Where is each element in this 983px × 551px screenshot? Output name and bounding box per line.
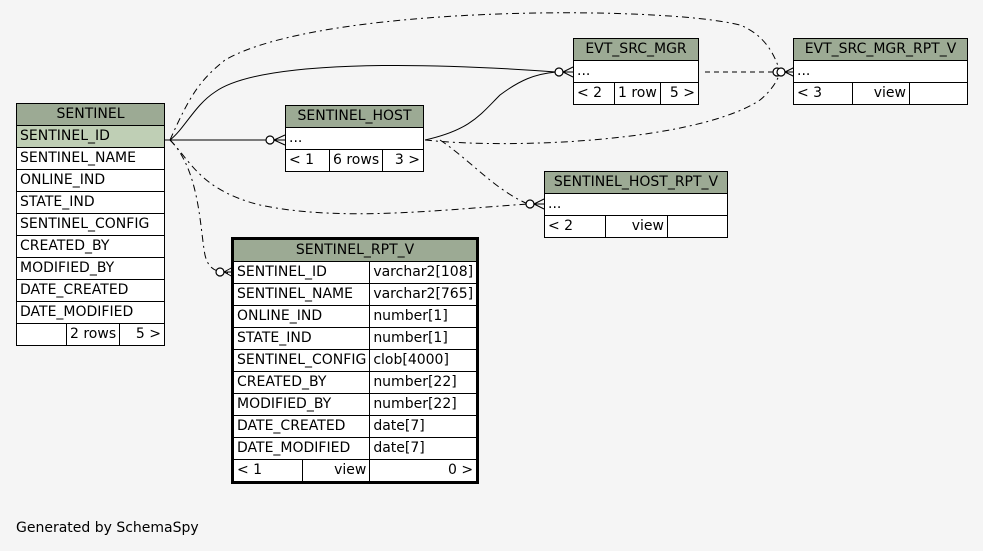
column-type: number[1] <box>369 305 479 328</box>
column-type: number[1] <box>369 327 479 350</box>
column-type: clob[4000] <box>369 349 479 372</box>
column-type: number[22] <box>369 393 479 416</box>
column-date-created[interactable]: DATE_CREATED <box>16 279 165 302</box>
column-name[interactable]: DATE_CREATED <box>231 415 371 438</box>
footer-parents[interactable]: < 2 <box>544 215 606 238</box>
column-ellipsis: ... <box>285 127 424 150</box>
footer-parents[interactable]: < 3 <box>793 82 853 105</box>
generated-by-caption: Generated by SchemaSpy <box>16 520 199 536</box>
table-sentinel-host-rpt-v[interactable]: SENTINEL_HOST_RPT_V ... < 2 view <box>544 171 728 238</box>
column-modified-by[interactable]: MODIFIED_BY <box>16 257 165 280</box>
table-evt-src-mgr-rpt-v[interactable]: EVT_SRC_MGR_RPT_V ... < 3 view <box>793 38 968 105</box>
table-title[interactable]: SENTINEL <box>16 103 165 126</box>
column-date-modified[interactable]: DATE_MODIFIED <box>16 301 165 324</box>
column-name[interactable]: STATE_IND <box>231 327 371 350</box>
table-sentinel-host[interactable]: SENTINEL_HOST ... < 1 6 rows 3 > <box>285 105 424 172</box>
edge-sentinel-host-sentinel-host-rpt-v <box>439 139 529 205</box>
column-name[interactable]: MODIFIED_BY <box>231 393 371 416</box>
column-online-ind[interactable]: ONLINE_IND <box>16 169 165 192</box>
table-evt-src-mgr[interactable]: EVT_SRC_MGR ... < 2 1 row 5 > <box>573 38 700 105</box>
table-title[interactable]: EVT_SRC_MGR <box>573 38 699 61</box>
footer-parents[interactable]: < 2 <box>573 82 615 105</box>
footer-parents[interactable]: < 1 <box>285 149 330 172</box>
edge-sentinel-host-evt-src-mgr <box>424 71 557 141</box>
column-state-ind[interactable]: STATE_IND <box>16 191 165 214</box>
table-title[interactable]: SENTINEL_RPT_V <box>231 238 479 262</box>
footer-rows: 6 rows <box>328 149 384 172</box>
column-ellipsis: ... <box>544 193 728 216</box>
edge-sentinel-sentinel-host-rpt-v <box>169 139 529 215</box>
edge-sentinel-evt-src-mgr-rpt-v <box>169 12 781 141</box>
table-title[interactable]: EVT_SRC_MGR_RPT_V <box>793 38 968 61</box>
table-title[interactable]: SENTINEL_HOST <box>285 105 424 128</box>
footer-rows: 1 row <box>614 82 661 105</box>
footer-parents[interactable]: < 1 <box>232 459 303 483</box>
footer-children[interactable]: 3 > <box>382 149 424 172</box>
column-sentinel-config[interactable]: SENTINEL_CONFIG <box>16 213 165 236</box>
column-sentinel-name[interactable]: SENTINEL_NAME <box>16 147 165 170</box>
footer-type: view <box>852 82 910 105</box>
column-name[interactable]: ONLINE_IND <box>231 305 371 328</box>
footer-children <box>667 215 728 238</box>
footer-rows: 2 rows <box>65 323 121 346</box>
column-type: varchar2[765] <box>369 283 479 306</box>
column-type: number[22] <box>369 371 479 394</box>
column-name[interactable]: DATE_MODIFIED <box>231 437 371 460</box>
column-sentinel-id[interactable]: SENTINEL_ID <box>16 125 165 148</box>
footer-type: view <box>301 459 371 483</box>
endpoint-evt-src-mgr-rpt-v-2 <box>776 67 786 77</box>
edge-sentinel-evt-src-mgr <box>169 65 557 141</box>
endpoint-sentinel-rpt-v <box>215 267 225 277</box>
column-type: date[7] <box>369 437 479 460</box>
footer-children: 0 > <box>369 459 479 483</box>
footer-children[interactable]: 5 > <box>659 82 700 105</box>
edge-sentinel-sentinel-rpt-v <box>169 139 229 274</box>
column-ellipsis: ... <box>793 60 968 83</box>
edge-sentinel-host-evt-src-mgr-rpt-v <box>424 71 781 145</box>
column-ellipsis: ... <box>573 60 699 83</box>
table-title[interactable]: SENTINEL_HOST_RPT_V <box>544 171 728 194</box>
column-name[interactable]: SENTINEL_NAME <box>231 283 371 306</box>
column-name[interactable]: CREATED_BY <box>231 371 371 394</box>
endpoint-sentinel-host-rpt-v <box>525 199 535 209</box>
column-name[interactable]: SENTINEL_ID <box>231 261 371 284</box>
column-name[interactable]: SENTINEL_CONFIG <box>231 349 371 372</box>
footer-children <box>909 82 968 105</box>
endpoint-sentinel-host <box>265 135 275 145</box>
column-type: varchar2[108] <box>369 261 479 284</box>
column-type: date[7] <box>369 415 479 438</box>
table-sentinel[interactable]: SENTINEL SENTINEL_ID SENTINEL_NAME ONLIN… <box>16 103 165 346</box>
footer-parents <box>16 323 67 346</box>
column-created-by[interactable]: CREATED_BY <box>16 235 165 258</box>
footer-type: view <box>605 215 668 238</box>
footer-children[interactable]: 5 > <box>119 323 165 346</box>
endpoint-evt-src-mgr <box>554 67 564 77</box>
